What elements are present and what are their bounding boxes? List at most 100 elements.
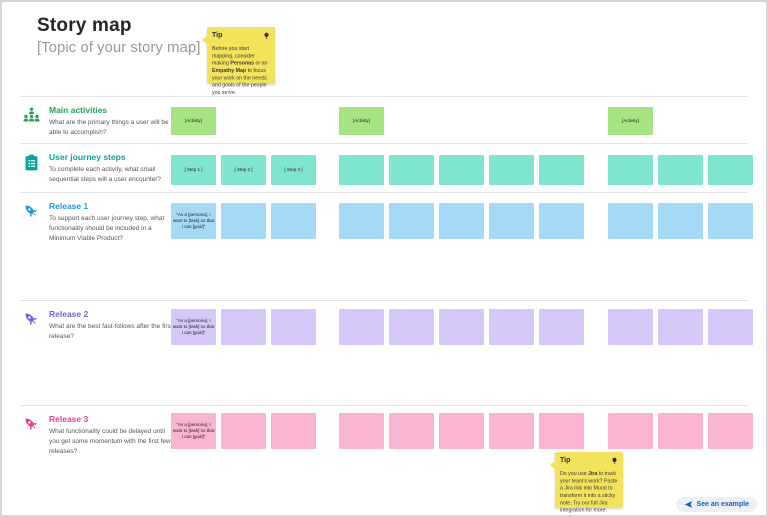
sticky-note[interactable]: [Activity] — [339, 107, 384, 135]
sticky-note[interactable] — [539, 413, 584, 449]
sticky-note[interactable] — [708, 413, 753, 449]
sticky-note[interactable]: “As a [persona], I want to [task] so tha… — [171, 203, 216, 239]
sticky-note-label: [ Step 3 ] — [284, 167, 303, 173]
tip-note-top[interactable]: Tip Before you start mapping, consider m… — [202, 27, 275, 96]
sticky-note[interactable] — [489, 413, 534, 449]
sticky-note[interactable] — [339, 203, 384, 239]
sticky-note-label: [Activity] — [185, 118, 202, 124]
row-description: What functionality could be delayed unti… — [49, 428, 171, 455]
sticky-note[interactable] — [339, 413, 384, 449]
row-description: What are the best fast-follows after the… — [49, 323, 173, 340]
page-subtitle[interactable]: [Topic of your story map] — [37, 39, 201, 56]
sticky-note[interactable]: [ Step 2 ] — [221, 155, 266, 185]
tip-label: Tip — [560, 457, 571, 464]
note-group: [Activity] — [339, 107, 584, 135]
note-group — [339, 309, 584, 345]
note-grid: “As a [persona], I want to [task] so tha… — [171, 413, 753, 449]
sticky-note[interactable] — [489, 155, 534, 185]
sticky-note[interactable] — [389, 203, 434, 239]
sticky-note[interactable] — [708, 203, 753, 239]
note-group: [Activity] — [171, 107, 316, 135]
tip-note-bottom[interactable]: Tip Do you use Jira to track your team's… — [550, 452, 623, 513]
row-release-2: Release 2 What are the best fast-follows… — [20, 300, 753, 405]
note-group: “As a [persona], I want to [task] so tha… — [171, 203, 316, 239]
note-group: “As a [persona], I want to [task] so tha… — [171, 413, 316, 449]
sticky-note[interactable] — [271, 413, 316, 449]
note-group: [Activity] — [608, 107, 753, 135]
sticky-note[interactable] — [339, 309, 384, 345]
sticky-note[interactable] — [658, 413, 703, 449]
note-grid: [Activity] [Activity] [Activity] — [171, 107, 753, 135]
sticky-note[interactable] — [389, 413, 434, 449]
note-grid: “As a [persona], I want to [task] so tha… — [171, 203, 753, 239]
rocket-icon — [22, 202, 41, 221]
sticky-note-label: “As a [persona], I want to [task] so tha… — [172, 212, 215, 229]
sticky-note[interactable] — [489, 203, 534, 239]
sticky-note[interactable] — [339, 155, 384, 185]
sticky-note[interactable]: “As a [persona], I want to [task] so tha… — [171, 413, 216, 449]
row-title: User journey steps — [49, 152, 126, 162]
tip-header: Tip — [560, 457, 618, 467]
rocket-icon — [22, 310, 41, 329]
team-icon — [22, 106, 41, 125]
sticky-note[interactable] — [539, 203, 584, 239]
sticky-note[interactable] — [221, 413, 266, 449]
sticky-note[interactable]: [ Step 3 ] — [271, 155, 316, 185]
sticky-note[interactable] — [271, 309, 316, 345]
sticky-note[interactable] — [708, 155, 753, 185]
sticky-note[interactable] — [708, 309, 753, 345]
sticky-note-label: [Activity] — [353, 118, 370, 124]
sticky-note[interactable] — [658, 309, 703, 345]
see-example-label: See an example — [696, 501, 749, 508]
sticky-note[interactable] — [608, 413, 653, 449]
sticky-note[interactable] — [658, 155, 703, 185]
page-title: Story map — [37, 15, 132, 36]
row-description: To support each user journey step, what … — [49, 215, 165, 242]
sticky-note[interactable] — [489, 309, 534, 345]
sticky-note[interactable] — [389, 155, 434, 185]
row-title: Release 1 — [49, 201, 89, 211]
tip-body: Before you start mapping, consider makin… — [212, 45, 268, 96]
note-group — [339, 203, 584, 239]
sticky-note[interactable]: [Activity] — [171, 107, 216, 135]
row-description: To complete each activity, what small se… — [49, 166, 162, 183]
sticky-note[interactable] — [608, 309, 653, 345]
sticky-note[interactable] — [608, 155, 653, 185]
sticky-note[interactable]: “As a [persona], I want to [task] so tha… — [171, 309, 216, 345]
sticky-note[interactable]: [Activity] — [608, 107, 653, 135]
sticky-note[interactable] — [439, 203, 484, 239]
note-group — [339, 155, 584, 185]
sticky-note[interactable] — [221, 203, 266, 239]
sticky-note[interactable] — [439, 413, 484, 449]
clipboard-icon — [22, 153, 41, 172]
sticky-note[interactable] — [539, 155, 584, 185]
note-group — [608, 413, 753, 449]
tip-header: Tip — [212, 32, 270, 42]
sticky-note[interactable] — [439, 309, 484, 345]
sticky-note-label: “As a [persona], I want to [task] so tha… — [172, 422, 215, 439]
rocket-icon — [22, 415, 41, 434]
sticky-note[interactable] — [608, 203, 653, 239]
see-example-button[interactable]: See an example — [676, 497, 757, 512]
lightbulb-icon — [263, 32, 270, 42]
tip-label: Tip — [212, 32, 223, 39]
sticky-note[interactable] — [539, 309, 584, 345]
sticky-note[interactable] — [389, 309, 434, 345]
sticky-note[interactable] — [221, 309, 266, 345]
note-group: [ Step 1 ][ Step 2 ] [ Step 3 ] — [171, 155, 316, 185]
row-user-journey-steps: User journey steps To complete each acti… — [20, 143, 753, 192]
paper-plane-icon — [685, 501, 693, 508]
row-release-1: Release 1 To support each user journey s… — [20, 192, 753, 300]
sticky-note[interactable] — [271, 203, 316, 239]
sticky-note-label: “As a [persona], I want to [task] so tha… — [172, 318, 215, 335]
lightbulb-icon — [611, 457, 618, 467]
row-title: Release 2 — [49, 309, 89, 319]
sticky-note[interactable] — [439, 155, 484, 185]
sticky-note[interactable]: [ Step 1 ] — [171, 155, 216, 185]
note-group — [608, 155, 753, 185]
sticky-note[interactable] — [658, 203, 703, 239]
note-group: “As a [persona], I want to [task] so tha… — [171, 309, 316, 345]
note-grid: “As a [persona], I want to [task] so tha… — [171, 309, 753, 345]
row-title: Main activities — [49, 105, 108, 115]
